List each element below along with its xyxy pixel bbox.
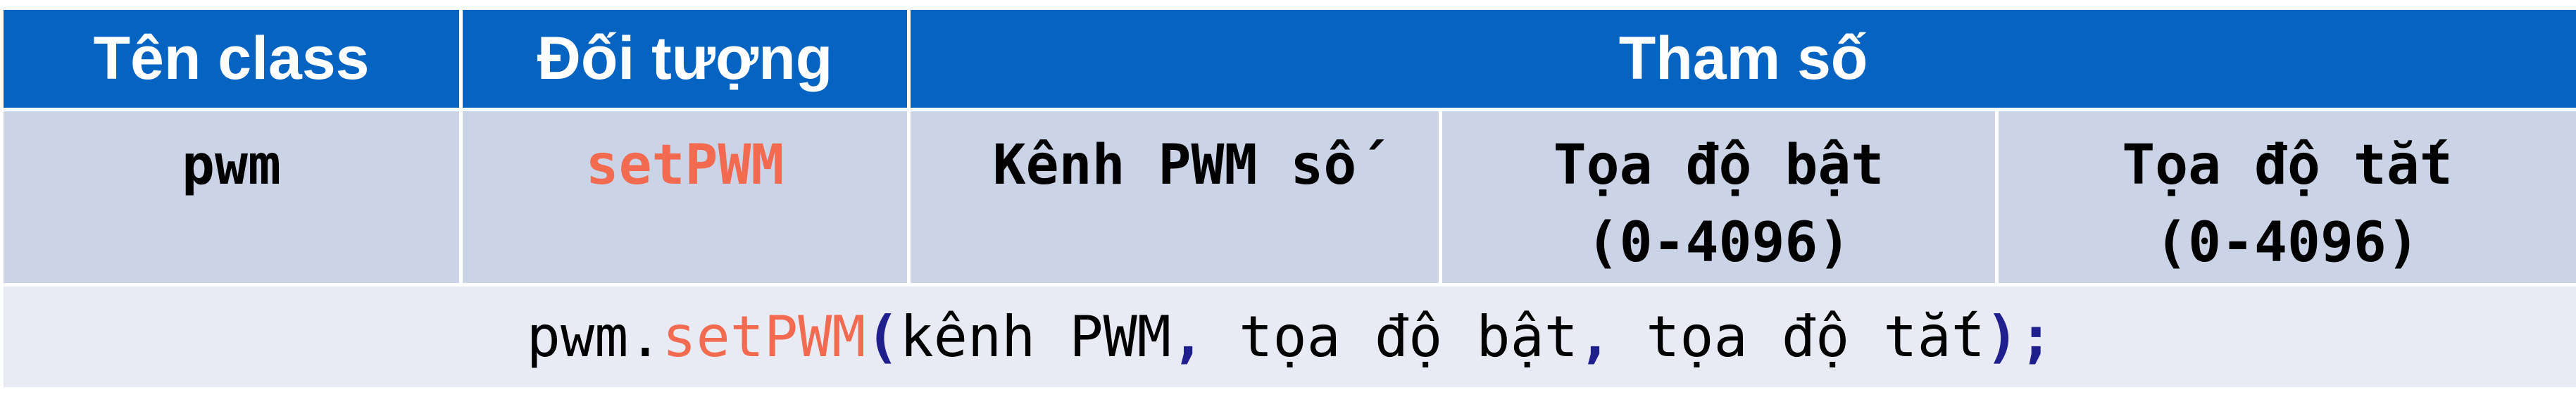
pwm-table-container: Tên class Đối tượng Tham số pwm setPWM K…: [0, 6, 2576, 391]
code-comma-1: ,: [1170, 303, 1206, 370]
param-on-cell: Tọa độ bật (0-4096): [1439, 108, 1999, 286]
pwm-table: Tên class Đối tượng Tham số pwm setPWM K…: [0, 6, 2576, 391]
code-object: pwm: [526, 303, 629, 370]
code-arg-on: tọa độ bật: [1205, 303, 1578, 370]
param-off-cell: Tọa độ tắt (0-4096): [1994, 108, 2576, 286]
code-arg-channel: kênh PWM: [899, 303, 1171, 370]
code-comma-2: ,: [1577, 303, 1613, 370]
header-row: Tên class Đối tượng Tham số: [0, 6, 2576, 112]
param-off-label: Tọa độ tắt: [2122, 134, 2453, 198]
code-method: setPWM: [662, 303, 866, 370]
param-channel-cell: Kênh PWM số: [907, 108, 1442, 286]
header-class-name: Tên class: [0, 6, 463, 112]
param-on-label: Tọa độ bật: [1553, 134, 1884, 198]
code-dot: .: [628, 303, 663, 370]
method-value-cell: setPWM: [459, 108, 911, 286]
header-object: Đối tượng: [459, 6, 911, 112]
code-open-paren: (: [865, 303, 900, 370]
header-params: Tham số: [906, 6, 2576, 112]
class-value-cell: pwm: [0, 108, 463, 286]
code-arg-off: tọa độ tắt: [1612, 303, 1985, 370]
params-row: pwm setPWM Kênh PWM số Tọa độ bật (0-409…: [0, 108, 2576, 286]
param-on-range: (0-4096): [1586, 211, 1851, 275]
param-off-range: (0-4096): [2155, 211, 2420, 275]
code-close: );: [1984, 303, 2053, 370]
example-row: pwm.setPWM(kênh PWM, tọa độ bật, tọa độ …: [0, 282, 2576, 391]
example-code-cell: pwm.setPWM(kênh PWM, tọa độ bật, tọa độ …: [0, 282, 2576, 391]
